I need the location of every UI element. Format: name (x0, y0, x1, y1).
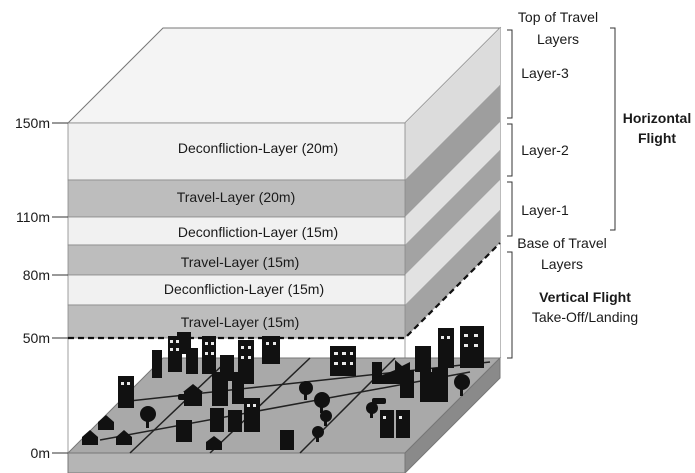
car (372, 398, 386, 404)
band-label-travel-15-lower: Travel-Layer (15m) (181, 314, 300, 330)
band-deconfliction-15-lower (67, 274, 406, 306)
building (202, 336, 216, 374)
building (438, 328, 454, 368)
building (420, 372, 434, 402)
house (116, 430, 132, 445)
vertical-flight-subtitle: Take-Off/Landing (532, 309, 638, 325)
horizontal-flight-label-line1: Horizontal (623, 110, 691, 126)
building (210, 408, 224, 432)
tree (140, 406, 156, 422)
side-stripe-layer3-dark (405, 85, 500, 217)
side-stripe-layer1-dark (405, 210, 500, 338)
building (280, 430, 294, 450)
band-deconfliction-20 (67, 122, 406, 181)
band-label-travel-15-upper: Travel-Layer (15m) (181, 254, 300, 270)
altitude-label-80m: 80m (23, 267, 50, 283)
tree (314, 392, 330, 408)
building (415, 346, 431, 372)
tree (299, 381, 313, 395)
top-of-travel-label-line2: Layers (537, 31, 579, 47)
city-buildings (82, 326, 484, 450)
ground-front (67, 452, 406, 473)
factory (375, 360, 410, 384)
band-label-deconfliction-15-upper: Deconfliction-Layer (15m) (178, 224, 338, 240)
side-stripe-layer1-light (405, 180, 500, 305)
vertical-flight-title: Vertical Flight (539, 289, 631, 305)
building (152, 350, 162, 378)
side-stripe-layer2-dark (405, 150, 500, 275)
building (396, 410, 410, 438)
band-label-deconfliction-15-lower: Deconfliction-Layer (15m) (164, 281, 324, 297)
building (372, 362, 382, 384)
building (432, 368, 448, 402)
band-travel-15-lower (67, 304, 406, 339)
building (262, 336, 280, 364)
base-of-travel-label-line2: Layers (541, 256, 583, 272)
building (118, 376, 134, 408)
side-stripe-layer2-light (405, 122, 500, 245)
building (244, 398, 260, 432)
tree (366, 402, 378, 414)
altitude-label-0m: 0m (31, 445, 50, 461)
layer1-label: Layer-1 (521, 202, 569, 218)
house (98, 415, 114, 430)
layer3-label: Layer-3 (521, 65, 569, 81)
band-label-travel-20: Travel-Layer (20m) (177, 189, 296, 205)
horizontal-flight-label-line2: Flight (638, 130, 676, 146)
altitude-label-150m: 150m (15, 115, 50, 131)
altitude-axis (52, 122, 68, 454)
tree (312, 426, 324, 438)
building (460, 326, 484, 368)
band-label-deconfliction-20: Deconfliction-Layer (20m) (178, 140, 338, 156)
building (380, 410, 394, 438)
civic-building (183, 384, 203, 392)
tree (320, 410, 332, 422)
band-travel-15-upper (67, 244, 406, 276)
top-of-travel-label-line1: Top of Travel (518, 9, 598, 25)
building (186, 348, 198, 374)
building (228, 410, 242, 432)
tree (454, 374, 470, 390)
base-of-travel-label-line1: Base of Travel (517, 235, 607, 251)
band-deconfliction-15-upper (67, 216, 406, 246)
altitude-label-110m: 110m (16, 209, 50, 225)
house (82, 430, 98, 445)
building (212, 372, 228, 406)
house (206, 436, 222, 450)
side-stripe-layer3-light (405, 28, 500, 180)
building (232, 372, 244, 404)
band-travel-20 (67, 179, 406, 218)
building (330, 346, 356, 376)
building (176, 420, 192, 442)
layer-brackets (507, 27, 616, 359)
layer2-label: Layer-2 (521, 142, 569, 158)
altitude-label-50m: 50m (23, 330, 50, 346)
